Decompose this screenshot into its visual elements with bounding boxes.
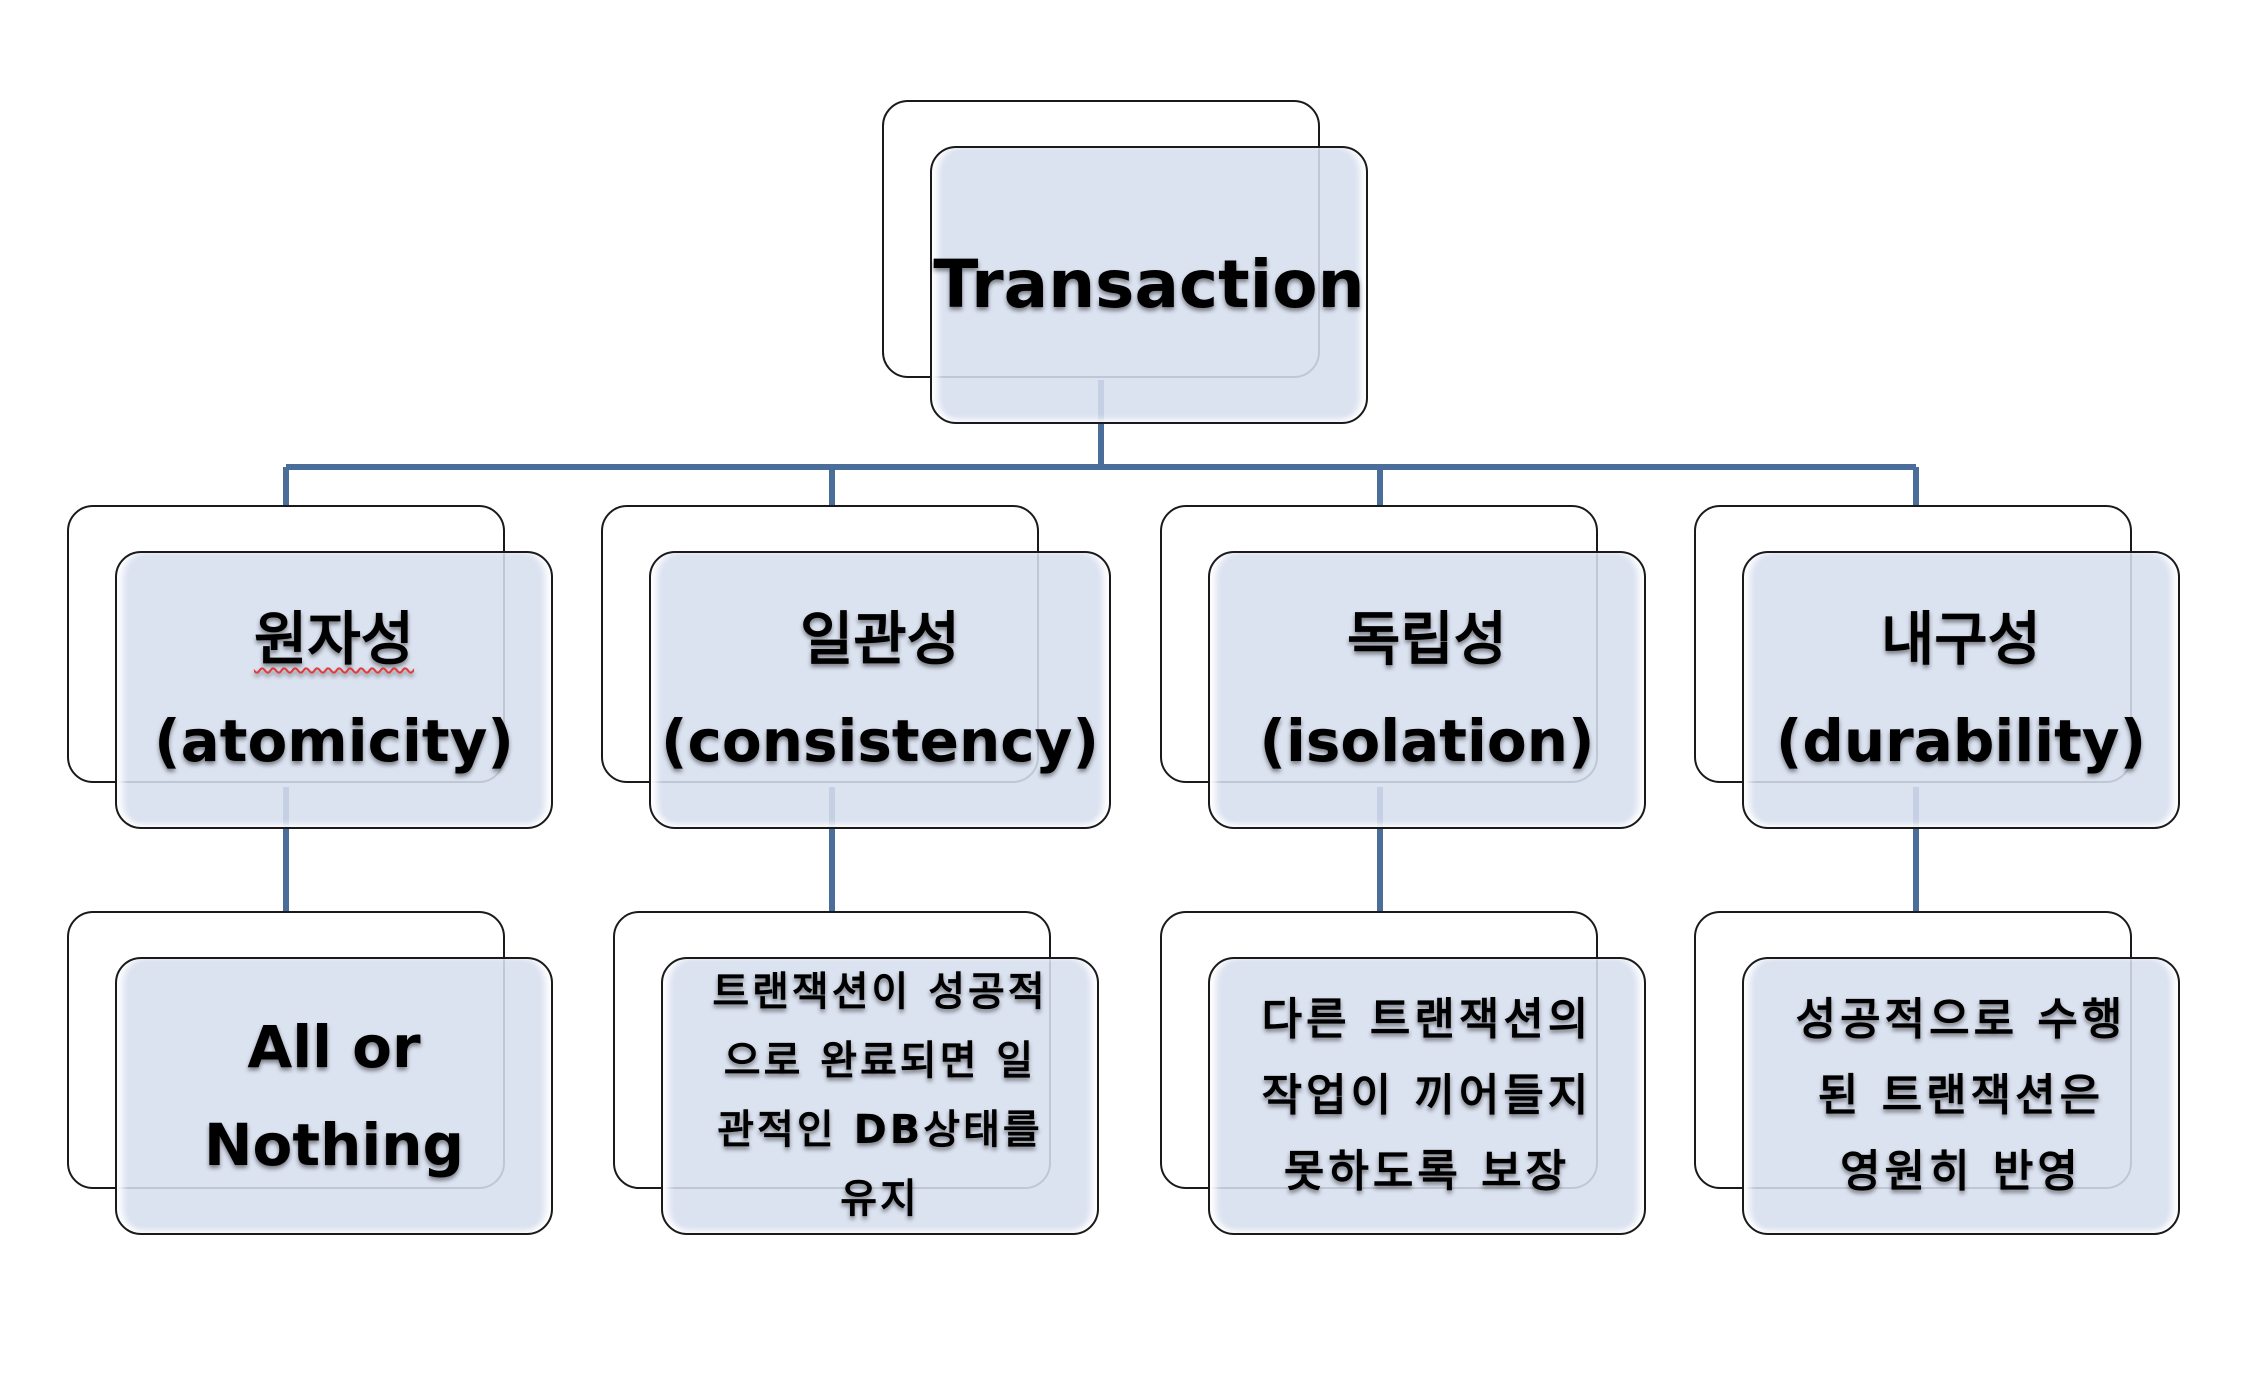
node-front-panel: 원자성 (atomicity) bbox=[115, 551, 553, 829]
node-text-durability-description: 성공적으로 수행 된 트랜잭션은 영원히 반영 bbox=[1795, 994, 2127, 1197]
node-text-consistency-description: 트랜잭션이 성공적 으로 완료되면 일 관적인 DB상태를 유지 bbox=[712, 969, 1048, 1222]
node-text-isolation-description: 다른 트랜잭션의 작업이 끼어들지 못하도록 보장 bbox=[1261, 994, 1593, 1197]
node-label-consistency: 일관성 (consistency) bbox=[660, 605, 1099, 775]
node-text-atomicity-description: All or Nothing bbox=[203, 1013, 465, 1179]
node-label-atomicity: 원자성 (atomicity) bbox=[154, 605, 514, 775]
node-front-panel: All or Nothing bbox=[115, 957, 553, 1235]
node-front-panel: 일관성 (consistency) bbox=[649, 551, 1111, 829]
node-label-durability: 내구성 (durability) bbox=[1775, 605, 2147, 775]
spellcheck-underline: 원자성 bbox=[253, 605, 415, 673]
node-front-panel: Transaction bbox=[930, 146, 1368, 424]
node-front-panel: 다른 트랜잭션의 작업이 끼어들지 못하도록 보장 bbox=[1208, 957, 1646, 1235]
node-front-panel: 내구성 (durability) bbox=[1742, 551, 2180, 829]
node-front-panel: 독립성 (isolation) bbox=[1208, 551, 1646, 829]
node-label-transaction: Transaction bbox=[933, 246, 1365, 323]
node-label-isolation: 독립성 (isolation) bbox=[1259, 605, 1595, 775]
node-front-panel: 트랜잭션이 성공적 으로 완료되면 일 관적인 DB상태를 유지 bbox=[661, 957, 1099, 1235]
node-front-panel: 성공적으로 수행 된 트랜잭션은 영원히 반영 bbox=[1742, 957, 2180, 1235]
